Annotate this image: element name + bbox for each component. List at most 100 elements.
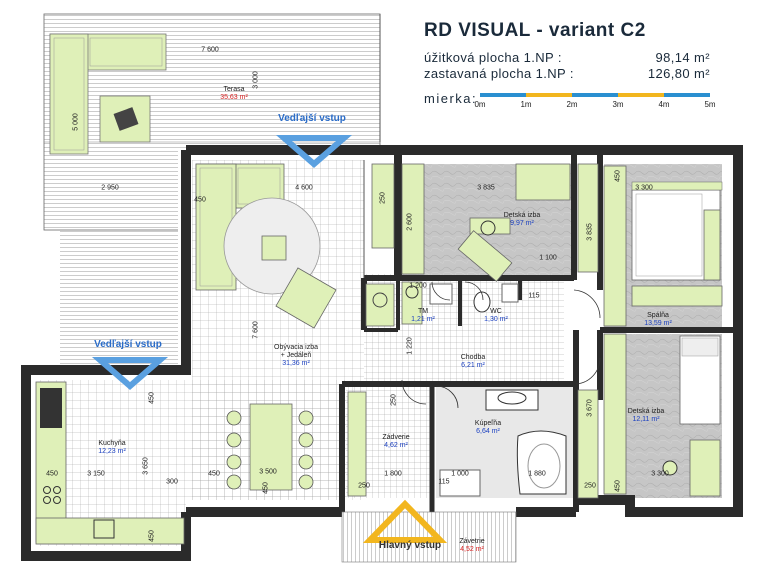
scale-bar [480,93,710,97]
main-entry-label: Hlavný vstup [378,540,442,551]
scale-ticks: 0m 1m 2m 3m 4m 5m [474,100,715,112]
terrace-sofa [49,33,167,155]
dim-label: 1 220 [406,337,414,355]
room-label-terasa: Terasa 35,63 m² [220,86,248,102]
dim-label: 450 [262,482,270,494]
dim-label: 450 [148,530,156,542]
room-name: Spálňa [647,312,669,319]
side-entry-label-2: Vedľajší vstup [94,339,162,350]
room-area: 6,21 m² [461,362,485,369]
dim-label: 5 000 [72,113,80,131]
dim-label: 3 835 [586,223,594,241]
built-area-value: 126,80 m² [647,66,710,81]
room-name: Kuchyňa [98,440,126,447]
children-room-2-furniture [603,333,721,497]
terrace-table [99,95,151,143]
side-entry-arrow-1 [275,135,353,168]
dim-label: 2 950 [101,184,119,192]
room-label-chodba: Chodba 6,21 m² [461,354,486,370]
dim-label: 4 600 [295,184,313,192]
scale-tick-label: 2m [566,100,578,109]
tm-wc-fixtures [401,281,519,325]
scale-tick-label: 4m [658,100,670,109]
scale-tick-label: 0m [474,100,486,109]
dim-label: 1 200 [409,282,427,290]
room-area: 4,52 m² [460,546,484,553]
room-name: Detská izba [503,212,541,219]
room-area: 4,62 m² [384,442,408,449]
plan-title: RD VISUAL - variant C2 [424,20,646,41]
dim-label: 3 300 [651,470,669,478]
room-area: 12,23 m² [98,448,126,455]
living-sofa [195,163,337,329]
room-label-kupelna: Kúpeľňa 6,64 m² [475,420,501,436]
scale-segment [572,93,618,97]
dim-label: 250 [390,394,398,406]
room-label-wc: WC 1,30 m² [484,308,508,324]
room-name: Chodba [460,354,486,361]
scale-tick-label: 1m [520,100,532,109]
room-name: WC [490,308,502,315]
dim-label: 450 [614,170,622,182]
dim-label: 300 [166,478,178,486]
room-area: 1,30 m² [484,316,508,323]
dim-label: 2 600 [406,213,414,231]
dim-label: 7 600 [201,46,219,54]
dim-label: 1 880 [528,470,546,478]
side-entry-label-1: Vedľajší vstup [278,113,346,124]
useful-area-label: úžitková plocha 1.NP : [424,50,562,65]
room-label-obyvacka: Obývacia izba + Jedáleň 31,36 m² [274,344,318,368]
scale-segment [480,93,526,97]
dim-label: 1 100 [539,254,557,262]
dim-label: 3 835 [477,184,495,192]
room-label-zadverie: Zádverie 4,62 m² [382,434,409,450]
children-room-1-furniture [401,163,599,282]
dim-label: 1 000 [451,470,469,478]
dim-label: 115 [438,478,450,486]
kitchen-counter [35,381,185,545]
scale-tick-label: 3m [612,100,624,109]
scale-label: mierka: [424,91,478,106]
dim-label: 250 [379,192,387,204]
dim-label: 3 500 [259,468,277,476]
room-label-detska2: Detská izba 12,11 m² [628,408,665,424]
dim-label: 450 [194,196,206,204]
room-name: Zádverie [382,434,410,441]
dim-label: 3 000 [252,71,260,89]
room-label-kuchyna: Kuchyňa 12,23 m² [98,440,126,456]
room-name-2: + Jedáleň [280,352,312,359]
door-swings [401,281,601,409]
room-name: TM [417,308,429,315]
room-label-spalna: Spálňa 13,59 m² [644,312,672,328]
dim-label: 450 [46,470,58,478]
built-area-label: zastavaná plocha 1.NP : [424,66,574,81]
entrance-furniture [347,391,481,497]
dim-label: 1 800 [384,470,402,478]
main-entry-arrow [362,499,448,543]
useful-area-value: 98,14 m² [655,50,710,65]
room-name: Detská izba [627,408,665,415]
room-area: 31,36 m² [282,360,310,367]
scale-segment [664,93,710,97]
dim-label: 250 [584,482,596,490]
room-name: Kúpeľňa [474,420,502,427]
room-label-tm: TM 1,21 m² [411,308,435,324]
tv-unit [365,163,395,327]
scale-tick-label: 5m [704,100,716,109]
dim-label: 3 670 [586,399,594,417]
room-name: Terasa [223,86,245,93]
dim-label: 3 150 [87,470,105,478]
room-name: Obývacia izba [274,344,318,351]
dim-label: 450 [148,392,156,404]
room-label-zavetrie: Závetrie 4,52 m² [459,538,484,554]
dim-label: 7 600 [252,321,260,339]
side-entry-arrow-2 [91,357,169,390]
scale-segment [526,93,572,97]
scale-segment [618,93,664,97]
dining-table [226,403,314,491]
room-label-detska1: Detská izba 9,97 m² [504,212,541,228]
bedroom-furniture [603,165,723,327]
dim-label: 115 [528,292,540,300]
room-area: 13,59 m² [644,320,672,327]
